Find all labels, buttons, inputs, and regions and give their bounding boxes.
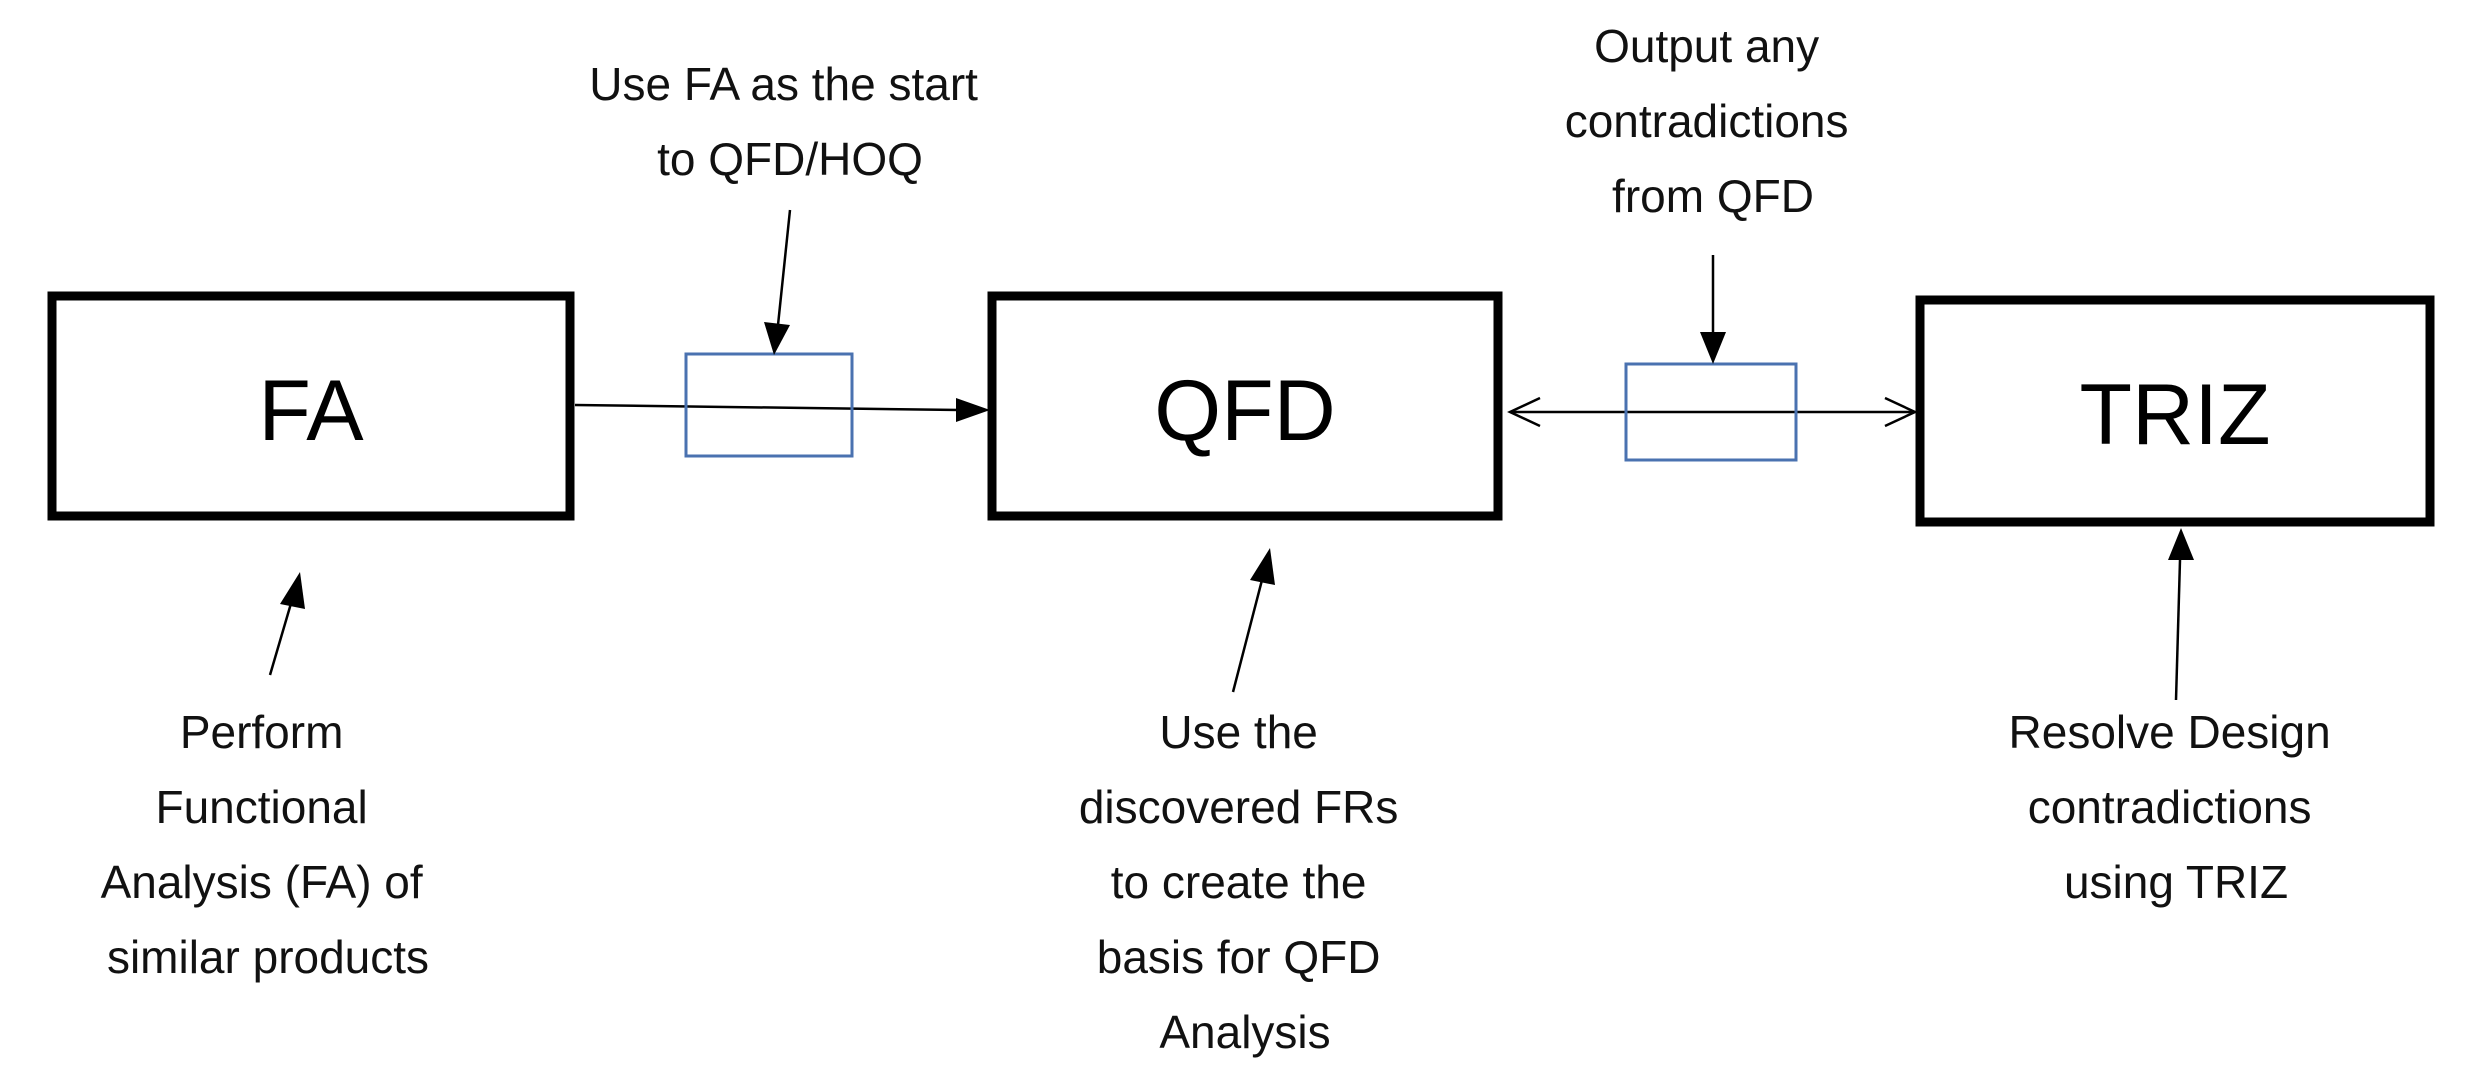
fa-to-qfd-arrowhead (956, 398, 990, 422)
fa-description-line: Perform (180, 706, 344, 758)
triz-description-line: contradictions (2028, 781, 2312, 833)
fa-qfd-annotation: Use FA as the start to QFD/HOQ (589, 58, 990, 185)
qfd-triz-annotation: Output any contradictions from QFD (1565, 20, 1862, 222)
triz-box-label: TRIZ (2079, 367, 2270, 463)
qfd-description-arrowhead (1250, 548, 1275, 585)
qfd-triz-callout-arrowhead (1700, 332, 1726, 364)
qfd-description: Use the discovered FRs to create the bas… (1079, 706, 1411, 1058)
qfd-triz-connector-box (1624, 362, 1798, 462)
qfd-triz-annotation-line: Output any (1594, 20, 1819, 72)
fa-qfd-annotation-line: Use FA as the start (589, 58, 978, 110)
qfd-box (987, 291, 1503, 521)
qfd-end-arrowhead (1507, 396, 1541, 428)
qfd-triz-annotation-line: from QFD (1612, 170, 1814, 222)
qfd-description-line: basis for QFD (1097, 931, 1381, 983)
qfd-description-line: to create the (1111, 856, 1367, 908)
fa-qfd-callout-arrow (776, 209, 792, 326)
triz-description-arrowhead (2168, 528, 2194, 560)
fa-description-arrowhead (280, 572, 305, 609)
fa-description: Perform Functional Analysis (FA) of simi… (101, 706, 436, 983)
triz-end-arrowhead (1884, 396, 1918, 428)
qfd-description-line: Analysis (1159, 1006, 1330, 1058)
fa-description-line: Functional (155, 781, 367, 833)
qfd-description-arrow (1231, 579, 1264, 693)
fa-to-qfd-connector-box (684, 352, 854, 458)
fa-to-qfd-connector (574, 403, 961, 412)
fa-qfd-callout-arrowhead (764, 322, 790, 355)
qfd-triz-annotation-line: contradictions (1565, 95, 1849, 147)
triz-description: Resolve Design contradictions using TRIZ (2009, 706, 2344, 908)
fa-description-line: Analysis (FA) of (101, 856, 423, 908)
qfd-description-line: Use the (1159, 706, 1318, 758)
fa-qfd-annotation-line: to QFD/HOQ (657, 133, 923, 185)
triz-box (1915, 295, 2435, 527)
fa-box-label: FA (258, 363, 364, 459)
triz-description-arrow (2174, 559, 2182, 701)
fa-box (47, 291, 575, 521)
fa-description-arrow (268, 599, 294, 676)
triz-description-line: Resolve Design (2009, 706, 2331, 758)
qfd-description-line: discovered FRs (1079, 781, 1399, 833)
fa-description-line: similar products (107, 931, 429, 983)
triz-description-line: using TRIZ (2064, 856, 2288, 908)
qfd-box-label: QFD (1154, 363, 1336, 459)
